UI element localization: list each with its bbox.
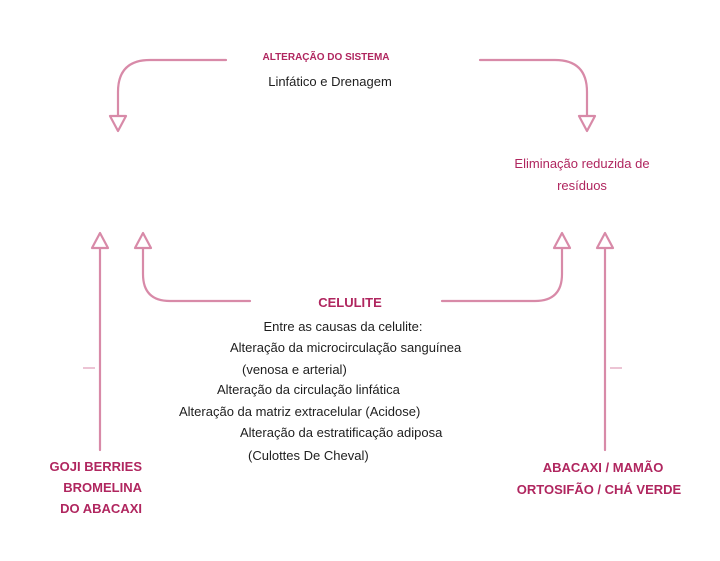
- right-remedy-line-2: ORTOSIFÃO / CHÁ VERDE: [516, 482, 682, 497]
- left-remedy-line-2: BROMELINA: [63, 480, 142, 495]
- center-intro: Entre as causas da celulite:: [263, 319, 423, 334]
- arrowhead-up-center-right: [552, 231, 572, 250]
- right-effect-line-1: Eliminação reduzida de: [514, 156, 650, 171]
- left-remedy-line-1: GOJI BERRIES: [49, 459, 142, 474]
- right-remedy-line-1: ABACAXI / MAMÃO: [542, 460, 664, 475]
- cause-item: (Culottes De Cheval): [248, 448, 369, 463]
- arrowhead-up-right: [595, 231, 615, 250]
- arrowhead-down-left: [108, 114, 128, 133]
- arrow-center-left-connector: [141, 245, 252, 303]
- cause-item: Alteração da matriz extracelular (Acidos…: [179, 404, 421, 419]
- cause-item: Alteração da circulação linfática: [217, 382, 400, 397]
- arrow-top-left-connector: [116, 58, 228, 120]
- left-remedy-line-3: DO ABACAXI: [60, 501, 142, 516]
- arrowhead-up-left: [90, 231, 110, 250]
- right-effect-line-2: resíduos: [557, 178, 607, 193]
- arrowhead-down-right: [577, 114, 597, 133]
- arrowhead-up-center-left: [133, 231, 153, 250]
- cause-item: (venosa e arterial): [242, 362, 347, 377]
- top-heading: ALTERAÇÃO DO SISTEMA: [262, 52, 390, 63]
- top-subheading: Linfático e Drenagem: [268, 74, 392, 89]
- cause-item: Alteração da microcirculação sanguínea: [230, 340, 462, 355]
- arrow-top-right-connector: [478, 58, 589, 120]
- center-heading: CELULITE: [318, 295, 382, 310]
- arrow-center-right-connector: [440, 245, 564, 303]
- cause-item: Alteração da estratificação adiposa: [240, 425, 443, 440]
